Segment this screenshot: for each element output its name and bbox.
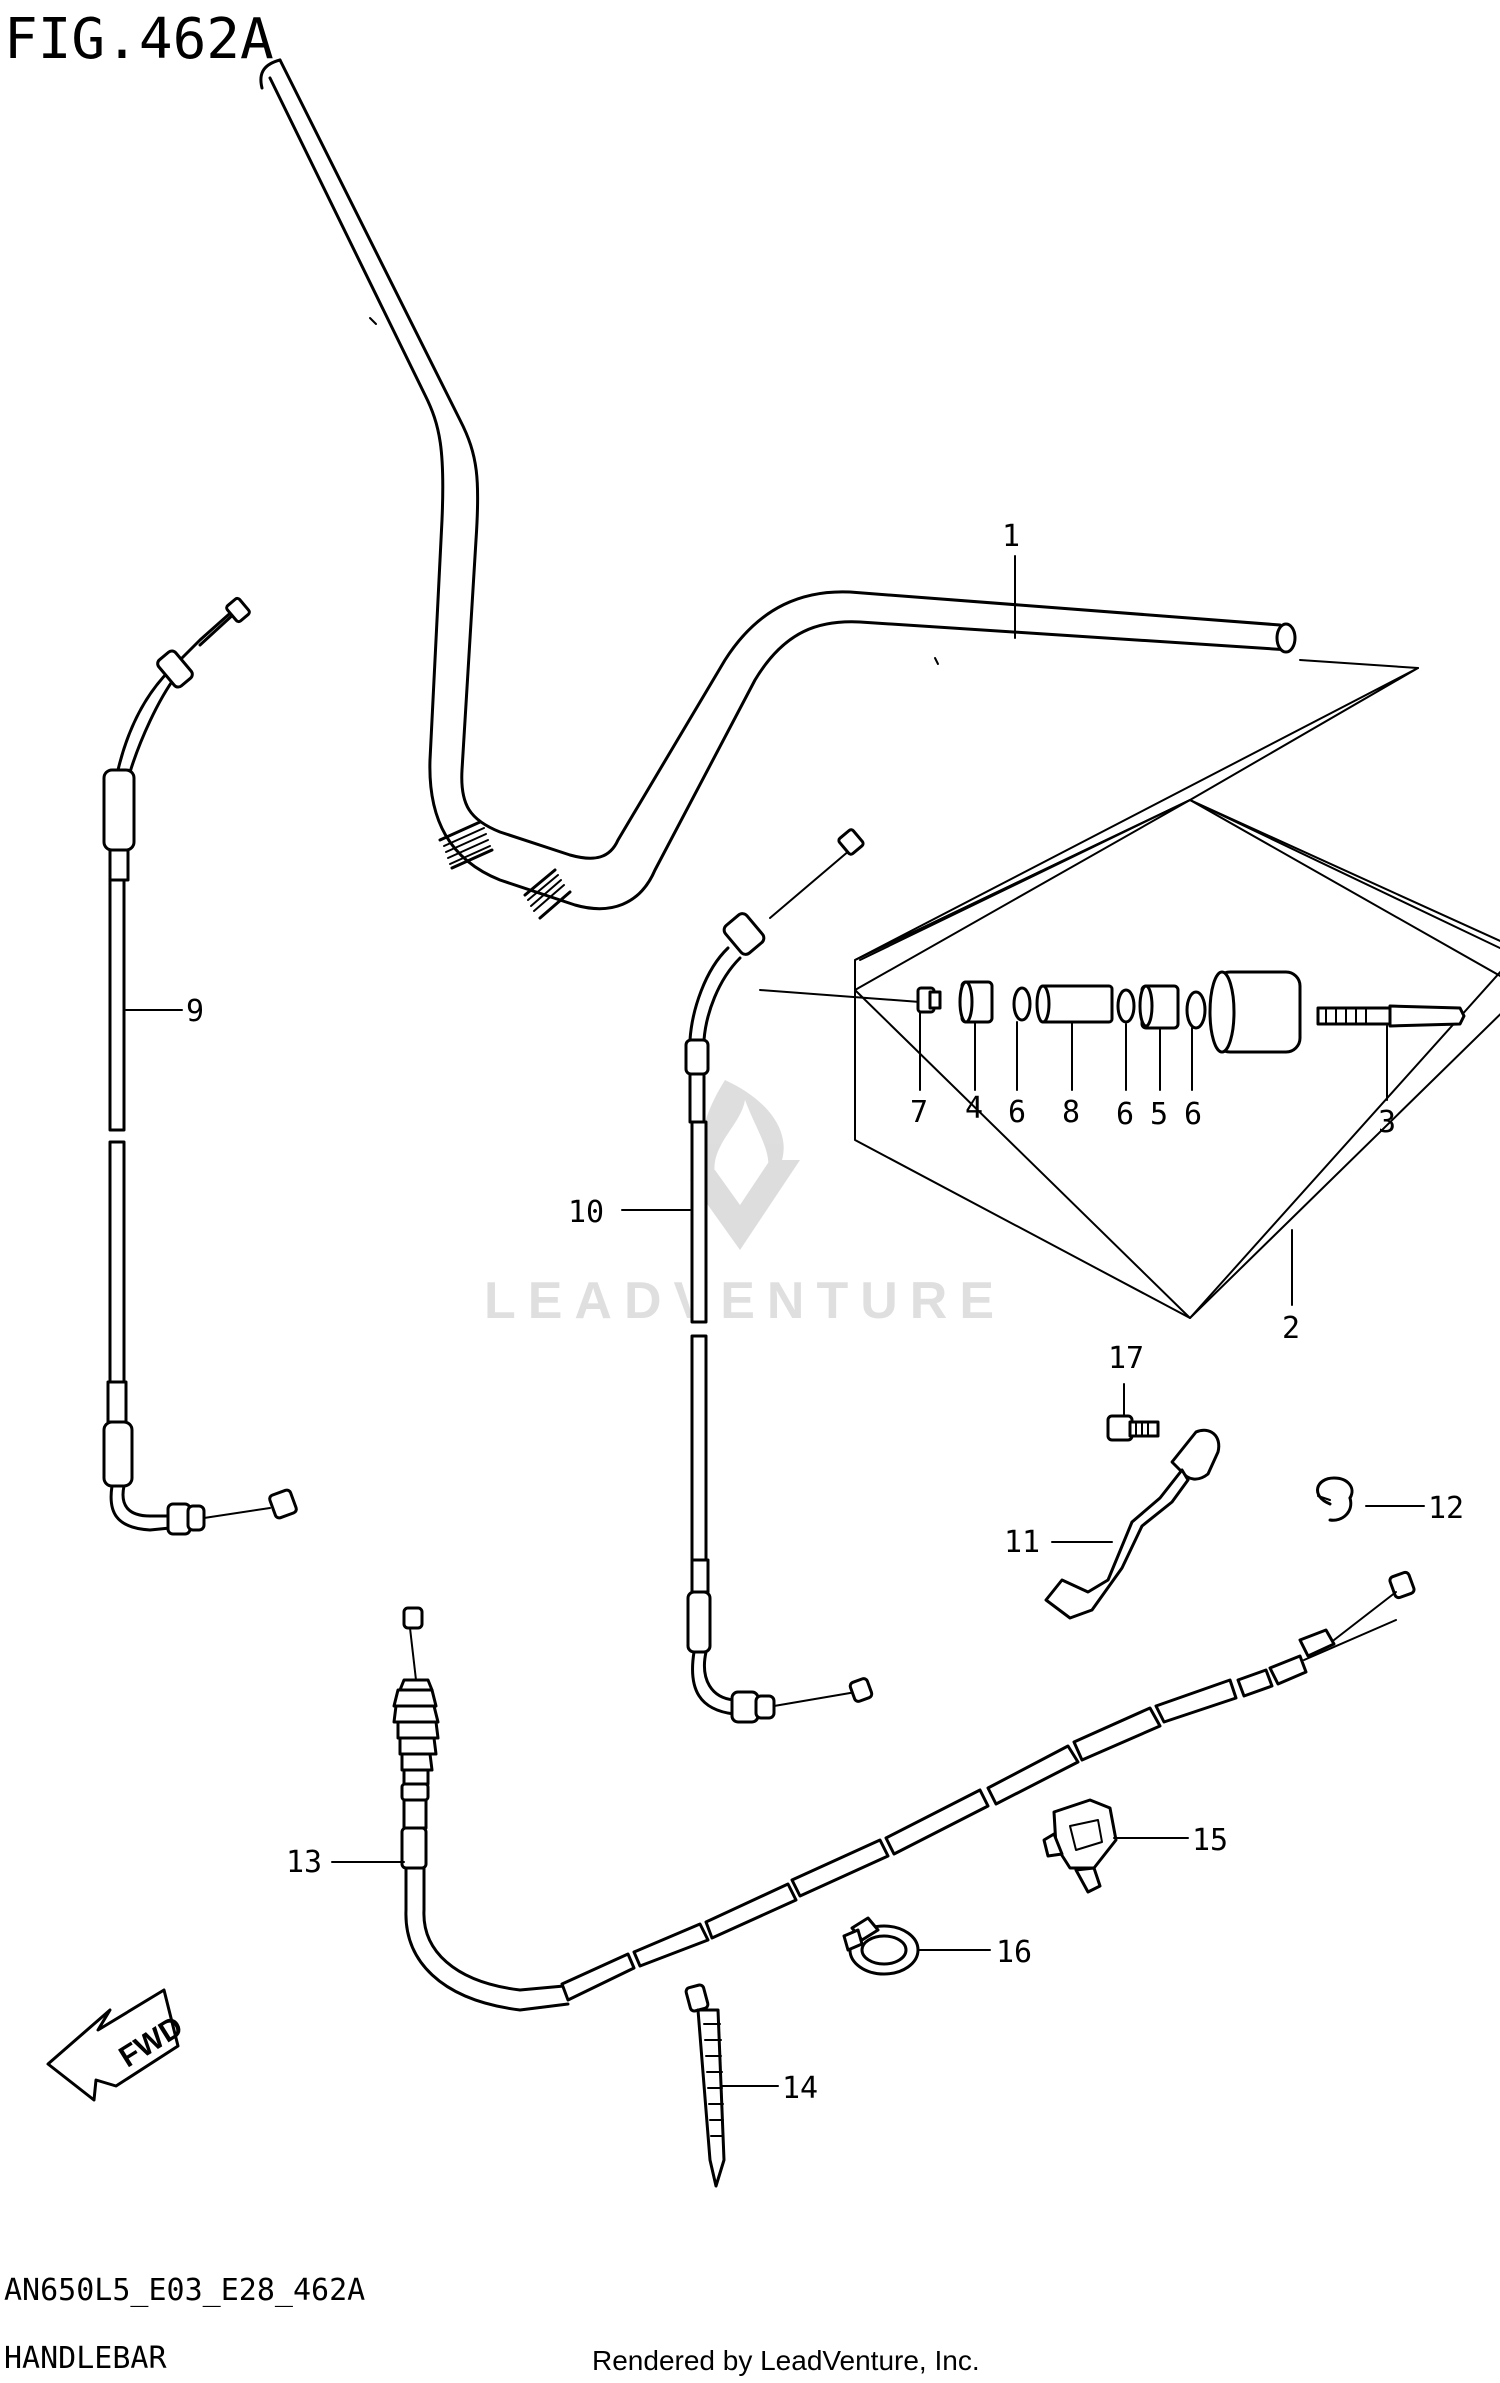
fwd-arrow: FWD xyxy=(46,1988,189,2102)
e-clip-13 xyxy=(1316,1476,1354,1522)
bar-end-part-5 xyxy=(1138,984,1180,1030)
bolt-17 xyxy=(1106,1414,1160,1442)
callout-1: 1 xyxy=(1002,519,1020,554)
callout-16: 16 xyxy=(996,1935,1032,1970)
bar-end-part-4 xyxy=(958,980,994,1024)
callout-17: 17 xyxy=(1108,1341,1144,1376)
cable-tie-14 xyxy=(684,1983,726,2188)
bar-end-part-6a xyxy=(1012,986,1032,1022)
footer-code: AN650L5_E03_E28_462A xyxy=(4,2273,365,2308)
clamp-15 xyxy=(1042,1798,1118,1894)
footer-credit: Rendered by LeadVenture, Inc. xyxy=(592,2345,980,2376)
watermark-text: LEADVENTURE xyxy=(484,1272,1006,1330)
cable-bracket-11 xyxy=(1044,1428,1221,1620)
watermark-logo xyxy=(690,1080,800,1250)
callout-14: 14 xyxy=(782,2071,818,2106)
callout-13: 12 xyxy=(1428,1491,1464,1526)
bar-end-weight-part-2 xyxy=(1208,970,1302,1054)
footer-section: HANDLEBAR xyxy=(4,2341,167,2376)
clutch-cable-12 xyxy=(392,1570,1416,2012)
throttle-cable-10 xyxy=(684,828,874,1724)
figure-label: FIG.462A xyxy=(4,7,274,72)
bar-end-part-7 xyxy=(916,986,942,1014)
callout-3: 3 xyxy=(1378,1105,1396,1140)
bar-end-part-6c xyxy=(1185,990,1207,1030)
band-clamp-16 xyxy=(842,1916,920,1976)
callout-6-c: 6 xyxy=(1184,1097,1202,1132)
callout-6-b: 6 xyxy=(1116,1097,1134,1132)
callout-7: 7 xyxy=(910,1095,928,1130)
bar-end-bolt-part-3 xyxy=(1316,1004,1466,1028)
throttle-cable-9 xyxy=(102,596,298,1536)
callout-15: 15 xyxy=(1192,1823,1228,1858)
kit-diamond xyxy=(854,799,1500,1319)
callout-2: 2 xyxy=(1282,1311,1300,1346)
callout-12: 13 xyxy=(286,1845,322,1880)
callout-4: 4 xyxy=(965,1091,983,1126)
callout-10: 10 xyxy=(568,1195,604,1230)
callout-8: 8 xyxy=(1062,1095,1080,1130)
callout-11: 11 xyxy=(1004,1525,1040,1560)
callout-6-a: 6 xyxy=(1008,1095,1026,1130)
bar-end-part-6b xyxy=(1116,988,1136,1024)
callout-9: 9 xyxy=(186,994,204,1029)
bar-end-part-8 xyxy=(1035,984,1114,1024)
handlebar xyxy=(259,58,1419,920)
knurled-grip-section xyxy=(438,820,572,920)
callout-5: 5 xyxy=(1150,1097,1168,1132)
